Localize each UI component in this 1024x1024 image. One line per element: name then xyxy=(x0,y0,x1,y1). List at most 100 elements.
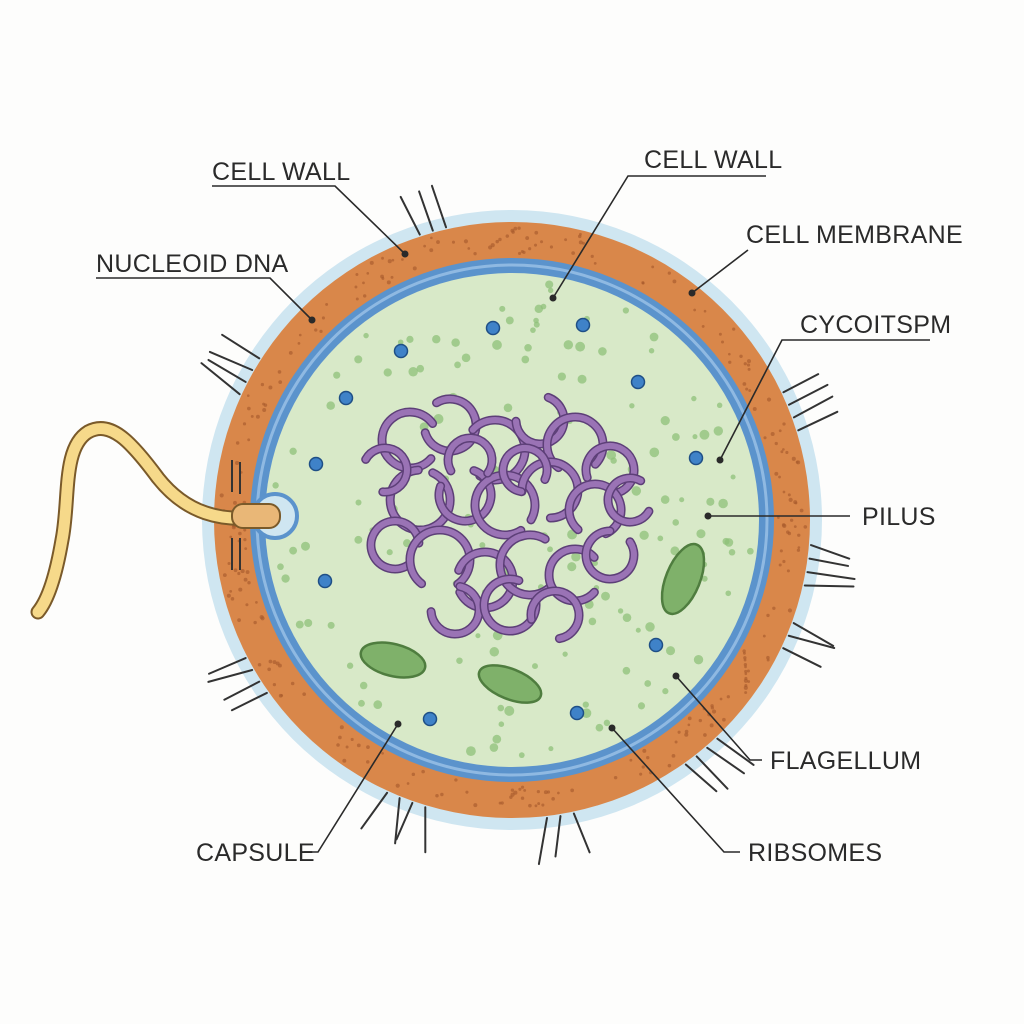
inclusion-body xyxy=(359,641,427,679)
pilus-strand xyxy=(695,755,729,790)
wall-speckle xyxy=(366,745,370,749)
pili-group xyxy=(200,184,856,866)
wall-speckle xyxy=(229,535,233,539)
wall-speckle xyxy=(786,569,790,573)
wall-speckle xyxy=(229,589,233,593)
pilus-strand xyxy=(706,746,745,775)
wall-speckle xyxy=(570,788,575,793)
label-ribosomes: RIBSOMES xyxy=(748,839,882,867)
wall-speckle xyxy=(510,228,515,233)
wall-speckle xyxy=(748,389,752,393)
wall-speckle xyxy=(551,797,555,801)
cytoplasm-granule xyxy=(304,619,313,628)
wall-speckle xyxy=(366,760,370,764)
wall-speckle xyxy=(549,245,554,249)
dna-loop xyxy=(406,527,473,588)
wall-speckle xyxy=(543,790,548,795)
wall-speckle xyxy=(262,402,265,406)
wall-speckle xyxy=(629,758,633,762)
wall-speckle xyxy=(778,475,781,479)
cytoplasm-granule xyxy=(610,457,617,464)
cytoplasm-granule xyxy=(499,305,506,312)
wall-speckle xyxy=(467,247,471,250)
cytoplasm-granule xyxy=(492,340,502,350)
pilus-strand xyxy=(207,358,247,383)
wall-speckle xyxy=(766,613,770,618)
wall-speckle xyxy=(667,271,671,275)
wall-speckle xyxy=(763,436,767,440)
wall-speckle xyxy=(672,279,677,284)
dna-loop xyxy=(513,394,567,447)
wall-speckle xyxy=(520,785,525,789)
wall-speckle xyxy=(533,243,538,247)
cytoplasm-granule xyxy=(505,316,514,325)
wall-speckle xyxy=(590,254,594,258)
cytoplasm-granule xyxy=(730,474,736,480)
pilus-strand xyxy=(792,622,835,647)
pilus-strand xyxy=(418,190,434,232)
cytoplasm-granule xyxy=(644,680,652,687)
pilus-strand xyxy=(716,737,755,766)
leader-cell-wall-top xyxy=(552,175,766,299)
dna-loop xyxy=(445,435,495,477)
leader-flagellum xyxy=(675,675,762,761)
cytoplasm-granule xyxy=(575,341,586,352)
cytoplasm-granule xyxy=(557,372,566,381)
flagellum-hook xyxy=(231,503,281,529)
cytoplasm-granule xyxy=(603,719,611,727)
wall-speckle xyxy=(243,538,247,542)
inclusion-bodies xyxy=(359,542,706,704)
pilus-strand xyxy=(809,544,851,560)
wall-speckle xyxy=(321,316,325,320)
wall-speckle xyxy=(642,748,647,753)
cytoplasm-granule xyxy=(503,403,513,413)
cytoplasm-granule xyxy=(679,497,685,503)
wall-speckle xyxy=(268,659,273,664)
wall-speckle xyxy=(534,230,539,235)
pilus-strand xyxy=(782,373,820,394)
ribosome xyxy=(308,456,324,472)
cytoplasm-granule xyxy=(622,307,629,314)
wall-speckle xyxy=(268,385,273,390)
ribosome-group xyxy=(308,317,704,727)
dna-loop xyxy=(472,471,538,538)
ribosome xyxy=(688,450,704,466)
wall-speckle xyxy=(613,775,618,780)
wall-speckle xyxy=(743,362,747,366)
wall-speckle xyxy=(732,327,736,331)
wall-speckle xyxy=(787,493,791,497)
cytoplasm-granule xyxy=(691,395,697,402)
wall-speckle xyxy=(546,790,551,794)
ribosome xyxy=(575,317,591,333)
wall-speckle xyxy=(473,803,478,808)
cytoplasm-granule xyxy=(532,663,538,670)
wall-speckle xyxy=(782,523,787,528)
wall-speckle xyxy=(238,531,242,536)
cytoplasm-granule xyxy=(359,681,368,690)
wall-speckle xyxy=(722,717,726,722)
wall-speckle xyxy=(778,429,782,433)
wall-speckle xyxy=(390,275,394,279)
wall-speckle xyxy=(743,656,747,660)
cytoplasm-granule xyxy=(548,746,554,752)
wall-speckle xyxy=(795,460,799,464)
cytoplasm-granule xyxy=(696,529,706,539)
cytoplasm-granule xyxy=(601,591,610,601)
cytoplasm-granule xyxy=(595,723,604,732)
dna-loop xyxy=(583,528,637,582)
cytoplasm-granule xyxy=(545,280,554,289)
ribosome xyxy=(393,343,409,359)
cytoplasm-granule xyxy=(524,343,532,352)
cytoplasm-granule xyxy=(635,627,641,633)
wall-speckle xyxy=(517,226,521,230)
wall-speckle xyxy=(401,258,404,261)
wall-speckle xyxy=(233,500,237,505)
wall-speckle xyxy=(288,350,293,355)
pilus-strand xyxy=(797,410,839,432)
wall-speckle xyxy=(762,634,766,638)
wall-speckle xyxy=(684,729,689,734)
cytoplasm-granule xyxy=(660,495,670,504)
wall-speckle xyxy=(237,571,241,576)
pilus-strand xyxy=(782,647,822,668)
dna-loop xyxy=(605,475,652,526)
